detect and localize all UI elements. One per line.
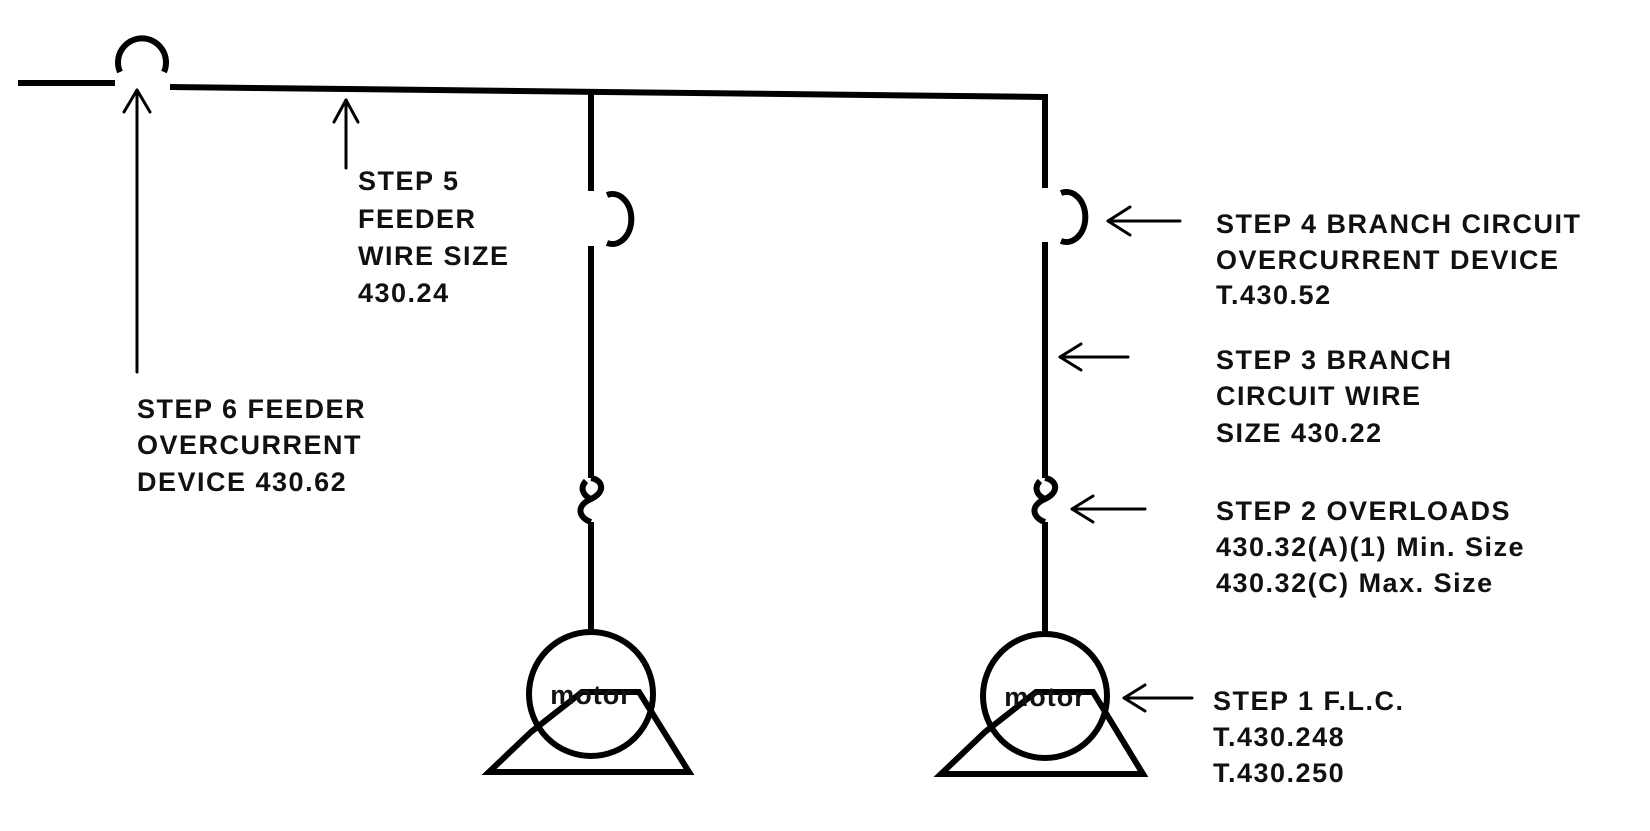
step3-label: STEP 3 BRANCH CIRCUIT WIRE SIZE 430.22 bbox=[1216, 345, 1453, 448]
step4-line3: T.430.52 bbox=[1216, 280, 1332, 310]
right-branch-overcurrent-device bbox=[1059, 189, 1089, 245]
step4-label: STEP 4 BRANCH CIRCUIT OVERCURRENT DEVICE… bbox=[1216, 209, 1582, 310]
step2-line3: 430.32(C) Max. Size bbox=[1216, 568, 1494, 598]
step5-arrow bbox=[332, 98, 360, 170]
step5-line3: WIRE SIZE bbox=[358, 241, 510, 271]
step5-line1: STEP 5 bbox=[358, 166, 460, 196]
feeder-overcurrent-device bbox=[115, 35, 169, 74]
step6-line1: STEP 6 FEEDER bbox=[137, 394, 366, 424]
step3-line2: CIRCUIT WIRE bbox=[1216, 381, 1421, 411]
left-overload-symbol bbox=[577, 475, 605, 525]
step6-label: STEP 6 FEEDER OVERCURRENT DEVICE 430.62 bbox=[137, 394, 366, 497]
step1-arrow bbox=[1122, 683, 1194, 713]
step2-line2: 430.32(A)(1) Min. Size bbox=[1216, 532, 1525, 562]
step1-label: STEP 1 F.L.C. T.430.248 T.430.250 bbox=[1213, 686, 1405, 788]
step3-line3: SIZE 430.22 bbox=[1216, 418, 1383, 448]
right-motor-label: motor bbox=[1004, 682, 1086, 712]
step2-line1: STEP 2 OVERLOADS bbox=[1216, 496, 1511, 526]
feeder-line bbox=[18, 80, 1046, 100]
step5-line2: FEEDER bbox=[358, 204, 477, 234]
step4-arrow bbox=[1106, 205, 1182, 237]
step2-arrow bbox=[1070, 494, 1147, 524]
step5-label: STEP 5 FEEDER WIRE SIZE 430.24 bbox=[358, 166, 510, 308]
right-motor: motor bbox=[933, 631, 1149, 777]
step3-arrow bbox=[1058, 342, 1130, 372]
step6-line2: OVERCURRENT bbox=[137, 430, 362, 460]
step5-line4: 430.24 bbox=[358, 278, 450, 308]
step4-line1: STEP 4 BRANCH CIRCUIT bbox=[1216, 209, 1582, 239]
left-branch-overcurrent-device bbox=[605, 191, 635, 247]
step1-line2: T.430.248 bbox=[1213, 722, 1345, 752]
step1-line1: STEP 1 F.L.C. bbox=[1213, 686, 1405, 716]
left-motor-label: motor bbox=[550, 680, 632, 710]
right-overload-symbol bbox=[1031, 475, 1059, 525]
step6-arrow bbox=[122, 88, 152, 374]
step2-label: STEP 2 OVERLOADS 430.32(A)(1) Min. Size … bbox=[1216, 496, 1525, 598]
left-motor: motor bbox=[481, 629, 695, 775]
step1-line3: T.430.250 bbox=[1213, 758, 1345, 788]
step3-line1: STEP 3 BRANCH bbox=[1216, 345, 1453, 375]
step6-line3: DEVICE 430.62 bbox=[137, 467, 347, 497]
step4-line2: OVERCURRENT DEVICE bbox=[1216, 245, 1560, 275]
